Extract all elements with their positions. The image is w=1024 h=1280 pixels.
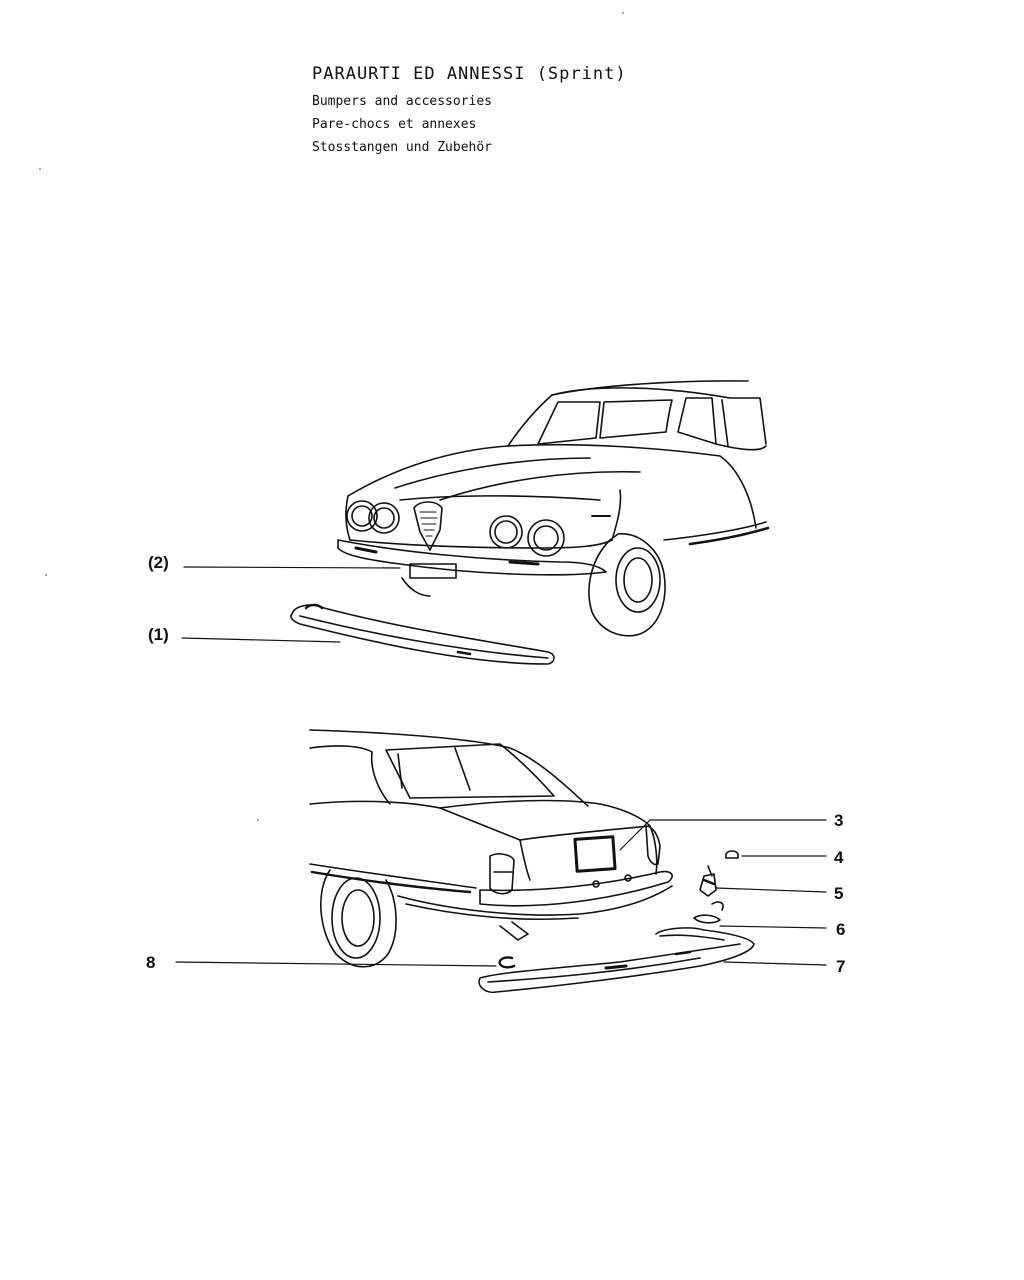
callout-label-8: 8 bbox=[146, 953, 155, 972]
rear-roof-line bbox=[309, 729, 589, 807]
front-headlight-inner-left bbox=[368, 502, 400, 534]
callout-label-3: 3 bbox=[834, 811, 843, 830]
rear-bumper-part bbox=[478, 927, 755, 994]
clip-part bbox=[498, 956, 516, 969]
front-a-pillar bbox=[507, 394, 553, 447]
leader-line-1 bbox=[181, 637, 341, 643]
rear-parts-exploded bbox=[478, 850, 755, 994]
rear-car-illustration bbox=[309, 729, 673, 968]
rear-wheel bbox=[320, 869, 397, 968]
front-hood-edge bbox=[347, 445, 509, 497]
front-car-illustration bbox=[337, 380, 770, 637]
cap-part bbox=[725, 850, 739, 859]
front-wheel bbox=[588, 533, 666, 637]
front-bumper-outline bbox=[290, 604, 555, 665]
callout-label-6: 6 bbox=[836, 920, 845, 939]
scan-speck bbox=[257, 819, 259, 821]
front-side-window bbox=[677, 397, 717, 445]
callout-label-7: 7 bbox=[836, 957, 845, 976]
rear-tail-light-left bbox=[489, 853, 515, 895]
leader-line-3 bbox=[619, 819, 827, 851]
front-windshield-right bbox=[599, 399, 673, 439]
leader-line-7 bbox=[723, 961, 827, 966]
rear-exhaust-pipe bbox=[499, 921, 529, 941]
front-grille-shield bbox=[413, 501, 443, 551]
rear-tail-light-right bbox=[645, 825, 661, 866]
callout-label-1: (1) bbox=[148, 625, 169, 644]
front-license-plate bbox=[409, 563, 457, 579]
front-bumper-on-car bbox=[337, 539, 607, 576]
front-headlight-inner-right bbox=[489, 515, 523, 549]
leader-line-6 bbox=[719, 925, 827, 929]
subtitle-french: Pare-chocs et annexes bbox=[312, 117, 477, 132]
page-header: PARAURTI ED ANNESSI (Sprint) Bumpers and… bbox=[312, 64, 627, 159]
callout-leaders bbox=[175, 566, 827, 967]
callout-label-5: 5 bbox=[834, 884, 843, 903]
rear-window bbox=[385, 743, 555, 799]
washer-part bbox=[693, 914, 721, 924]
rear-bumper-on-car bbox=[479, 870, 673, 907]
bolt-part bbox=[699, 873, 717, 897]
front-bumper-part bbox=[290, 603, 555, 665]
callout-label-2: (2) bbox=[148, 553, 169, 572]
leader-line-5 bbox=[715, 887, 827, 893]
page-title: PARAURTI ED ANNESSI (Sprint) bbox=[312, 64, 627, 84]
front-headlight-outer-right bbox=[527, 519, 565, 557]
subtitle-english: Bumpers and accessories bbox=[312, 94, 493, 109]
leader-line-8 bbox=[175, 961, 497, 967]
rear-license-plate bbox=[573, 835, 617, 873]
scan-speck bbox=[45, 574, 47, 576]
subtitle-german: Stosstangen und Zubehör bbox=[312, 140, 493, 155]
front-windshield-left bbox=[537, 401, 601, 445]
scan-speck bbox=[622, 12, 624, 14]
callout-label-4: 4 bbox=[834, 848, 844, 867]
rear-trunk-lid-top bbox=[439, 799, 651, 827]
scan-speck bbox=[39, 168, 41, 170]
leader-line-2 bbox=[183, 566, 401, 569]
front-headlight-outer-left bbox=[346, 500, 378, 532]
